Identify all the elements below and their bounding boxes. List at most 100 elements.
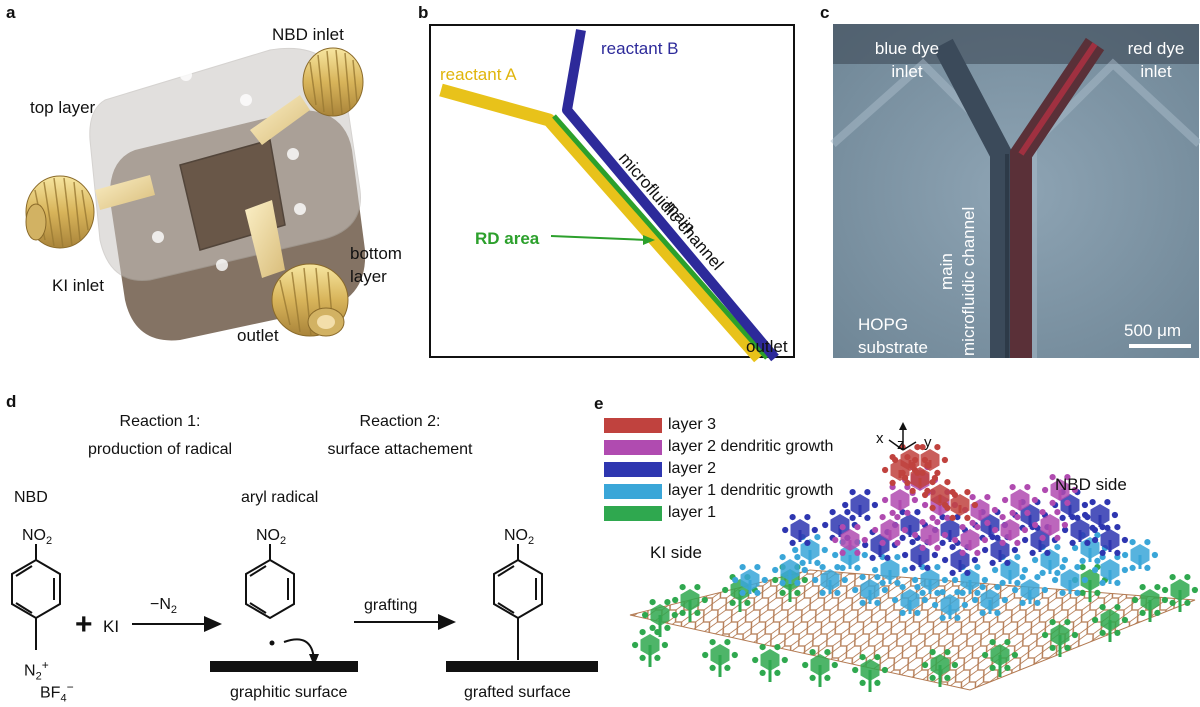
molecule-unit bbox=[1042, 619, 1078, 657]
molecule-unit bbox=[892, 584, 928, 616]
legend-item: layer 3 bbox=[604, 414, 716, 436]
molecule-unit bbox=[852, 574, 888, 606]
molecule-unit bbox=[772, 554, 808, 586]
legend-item: layer 1 dendritic growth bbox=[604, 480, 833, 502]
legend-label: layer 1 dendritic growth bbox=[668, 482, 834, 499]
legend-label: layer 2 bbox=[668, 460, 717, 477]
molecule-unit bbox=[1052, 564, 1088, 596]
legend-swatch bbox=[604, 461, 662, 477]
legend-label: layer 3 bbox=[668, 416, 717, 433]
label-bottom-layer-line1: bottom bbox=[350, 244, 402, 263]
molecule-unit bbox=[1122, 539, 1158, 571]
molecule-unit bbox=[1092, 604, 1128, 642]
molecule-unit bbox=[1162, 574, 1198, 612]
label-reactant-a: reactant A bbox=[440, 65, 517, 84]
molecule-unit bbox=[982, 639, 1018, 677]
axis-x-label: x bbox=[876, 430, 884, 447]
reaction2-subtitle: surface attachement bbox=[327, 441, 473, 458]
axis-z-label: z bbox=[897, 436, 905, 453]
molecule-unit bbox=[922, 649, 958, 687]
label-grafted-surface: grafted surface bbox=[464, 684, 571, 701]
label-aryl-radical: aryl radical bbox=[241, 489, 319, 506]
label-scale-bar: 500 μm bbox=[1124, 321, 1182, 340]
molecule-unit bbox=[972, 584, 1008, 616]
outlet-fitting bbox=[245, 200, 349, 337]
molecule-unit bbox=[992, 514, 1028, 546]
molecule-unit bbox=[952, 524, 988, 556]
molecule-unit bbox=[752, 644, 788, 682]
bf4-label: BF4− bbox=[40, 680, 74, 705]
label-blue-dye-line1: blue dye bbox=[874, 39, 940, 58]
reaction1-subtitle: production of radical bbox=[87, 441, 233, 458]
label-substrate: substrate bbox=[858, 338, 928, 357]
molecule-unit bbox=[782, 514, 818, 546]
molecule-unit bbox=[832, 524, 868, 556]
legend-item: layer 1 bbox=[604, 502, 716, 524]
label-nbd-side: NBD side bbox=[1055, 475, 1127, 494]
label-red-dye-line1: red dye bbox=[1127, 39, 1185, 58]
molecule-unit bbox=[872, 514, 908, 546]
panel-label-c: c bbox=[820, 3, 830, 22]
molecule-unit bbox=[672, 584, 708, 622]
molecule-unit bbox=[732, 564, 768, 596]
nbd-no2-label: NO2 bbox=[22, 527, 53, 548]
molecule-unit bbox=[1132, 584, 1168, 622]
legend-swatch bbox=[604, 483, 662, 499]
reaction1-title: Reaction 1: bbox=[119, 413, 201, 430]
molecule-unit bbox=[932, 589, 968, 621]
molecule-unit bbox=[802, 649, 838, 687]
reaction-structures bbox=[11, 544, 598, 672]
molecule-unit bbox=[812, 564, 848, 596]
legend-label: layer 2 dendritic growth bbox=[668, 438, 834, 455]
molecule-unit bbox=[922, 479, 958, 511]
growth-model bbox=[629, 422, 1198, 692]
reaction2-title: Reaction 2: bbox=[359, 413, 441, 430]
panel-label-e: e bbox=[594, 394, 604, 413]
molecule-unit bbox=[1032, 509, 1068, 541]
molecule-unit bbox=[1082, 499, 1118, 531]
label-rd-area: RD area bbox=[475, 229, 540, 248]
label-c-main: main bbox=[937, 253, 956, 290]
molecule-clusters bbox=[632, 444, 1198, 692]
label-nbd: NBD bbox=[14, 489, 48, 506]
grafted-no2-label: NO2 bbox=[504, 527, 535, 548]
label-ki-side: KI side bbox=[650, 543, 702, 562]
panel-label-d: d bbox=[6, 392, 17, 411]
label-reactant-b: reactant B bbox=[601, 39, 679, 58]
molecule-unit bbox=[892, 444, 928, 476]
label-nbd-inlet: NBD inlet bbox=[272, 25, 344, 44]
legend-swatch bbox=[604, 505, 662, 521]
label-top-layer: top layer bbox=[30, 98, 96, 117]
label-hopg: HOPG bbox=[858, 315, 909, 334]
plus-sign: + bbox=[75, 608, 93, 641]
nbd-inlet-fitting bbox=[250, 47, 364, 145]
label-blue-dye-line2: inlet bbox=[891, 62, 923, 81]
label-minus-n2: −N2 bbox=[150, 596, 178, 617]
channel-schematic bbox=[429, 24, 795, 363]
label-bottom-layer-line2: layer bbox=[350, 267, 387, 286]
legend-item: layer 2 dendritic growth bbox=[604, 436, 833, 458]
molecule-unit bbox=[852, 654, 888, 692]
legend-swatch bbox=[604, 417, 662, 433]
molecule-unit bbox=[1042, 474, 1078, 506]
label-c-microfluidic-channel: microfluidic channel bbox=[959, 206, 978, 356]
legend-item: layer 2 bbox=[604, 458, 716, 480]
molecule-unit bbox=[872, 554, 908, 586]
molecule-unit bbox=[942, 489, 978, 521]
ki-inlet-fitting bbox=[25, 175, 155, 249]
molecule-unit bbox=[1002, 484, 1038, 516]
molecule-unit bbox=[632, 629, 668, 667]
label-grafting: grafting bbox=[364, 597, 418, 614]
molecule-unit bbox=[882, 484, 918, 516]
aryl-no2-label: NO2 bbox=[256, 527, 287, 548]
device-render bbox=[25, 47, 366, 341]
molecule-unit bbox=[1012, 574, 1048, 606]
molecule-unit bbox=[912, 519, 948, 551]
label-graphitic-surface: graphitic surface bbox=[230, 684, 348, 701]
molecule-unit bbox=[702, 639, 738, 677]
panel-label-a: a bbox=[6, 3, 16, 22]
molecule-unit bbox=[862, 529, 898, 561]
label-b-outlet: outlet bbox=[746, 337, 788, 356]
label-ki: KI bbox=[103, 617, 120, 636]
legend: layer 3 layer 2 dendritic growth layer 2… bbox=[604, 414, 884, 526]
